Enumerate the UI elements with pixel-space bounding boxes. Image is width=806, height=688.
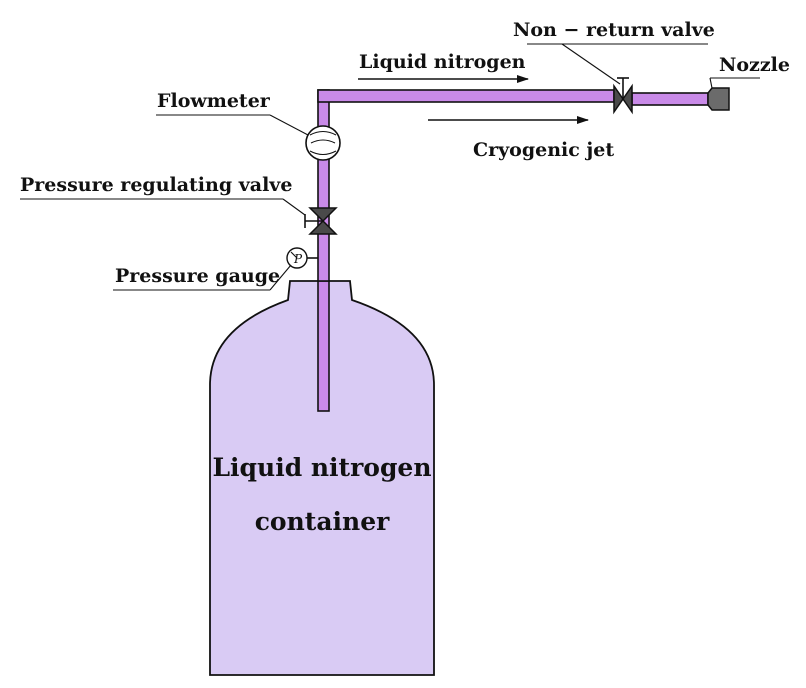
label-flowmeter: Flowmeter [157,90,271,112]
gauge-symbol: P [293,252,303,266]
horizontal-pipe [317,89,615,103]
container-label-line2: container [255,507,390,536]
pressure-regulating-valve [304,207,338,235]
label-nozzle: Nozzle [719,54,790,76]
outlet-pipe [631,92,709,106]
label-cryogenic-jet: Cryogenic jet [473,139,614,161]
label-non-return-valve: Non − return valve [513,19,715,41]
flowmeter [305,125,341,161]
pressure-gauge: P [286,247,318,269]
vertical-supply-pipe [317,89,330,282]
liquid-nitrogen-container [209,280,435,676]
dip-tube [317,280,330,412]
label-pressure-gauge: Pressure gauge [115,265,280,287]
label-pressure-regulating-valve: Pressure regulating valve [20,174,292,196]
label-liquid-nitrogen: Liquid nitrogen [359,51,526,73]
non-return-valve [613,77,633,115]
nozzle [707,87,730,111]
container-label-line1: Liquid nitrogen [212,453,431,482]
